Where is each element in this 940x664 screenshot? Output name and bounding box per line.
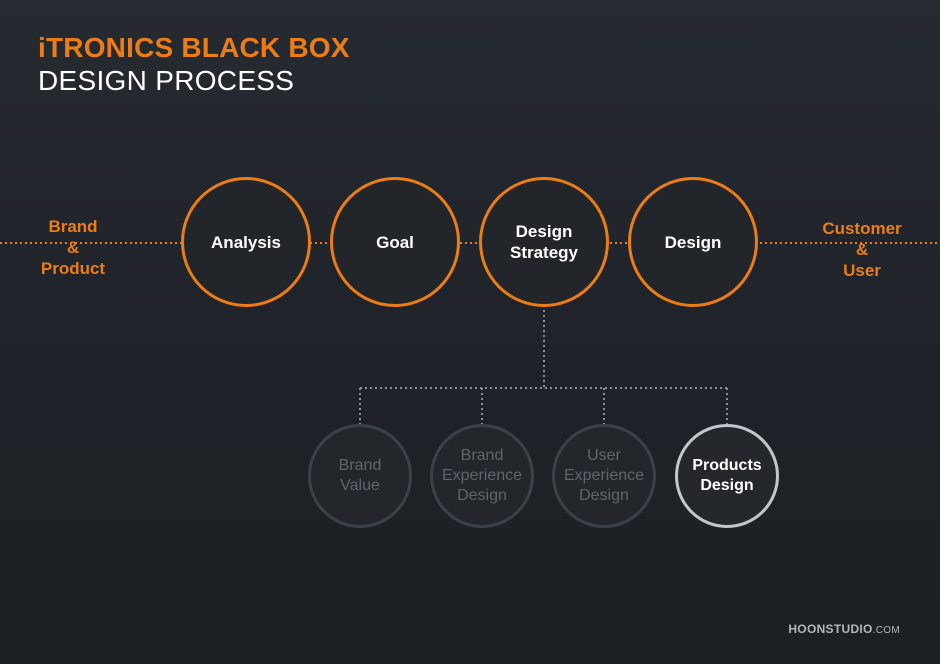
step-label: Design Strategy xyxy=(509,222,579,262)
step-design-strategy: Design Strategy xyxy=(479,177,609,307)
step-goal: Goal xyxy=(330,177,460,307)
substep-products-design: Products Design xyxy=(675,424,779,528)
substep-label: Products Design xyxy=(692,457,762,494)
step-label: Analysis xyxy=(211,232,281,252)
diagram-subtitle: DESIGN PROCESS xyxy=(38,65,295,96)
endpoint-left-line-1: Brand xyxy=(48,217,98,236)
step-label: Goal xyxy=(376,232,414,252)
endpoint-customer-user: Customer & User xyxy=(802,218,922,281)
footer-brand-suffix: .COM xyxy=(872,625,900,636)
step-label: Design xyxy=(664,232,722,252)
footer-brand: HOONSTUDIO.COM xyxy=(788,622,900,636)
step-analysis: Analysis xyxy=(181,177,311,307)
endpoint-right-line-3: User xyxy=(843,261,881,280)
endpoint-right-line-2: & xyxy=(855,240,869,259)
step-design: Design xyxy=(628,177,758,307)
substep-user-experience-design: User Experience Design xyxy=(552,424,656,528)
endpoint-brand-product: Brand & Product xyxy=(13,216,133,279)
substep-brand-value: Brand Value xyxy=(308,424,412,528)
footer-brand-name: HOONSTUDIO xyxy=(788,622,873,636)
substep-brand-experience-design: Brand Experience Design xyxy=(430,424,534,528)
endpoint-right-line-1: Customer xyxy=(822,219,902,238)
substep-label: Brand Value xyxy=(338,457,382,494)
diagram-title: iTRONICS BLACK BOX xyxy=(38,32,350,63)
endpoint-left-line-2: & xyxy=(66,238,80,257)
endpoint-left-line-3: Product xyxy=(40,259,106,278)
substep-label: User Experience Design xyxy=(563,447,645,504)
substep-label: Brand Experience Design xyxy=(441,447,523,504)
